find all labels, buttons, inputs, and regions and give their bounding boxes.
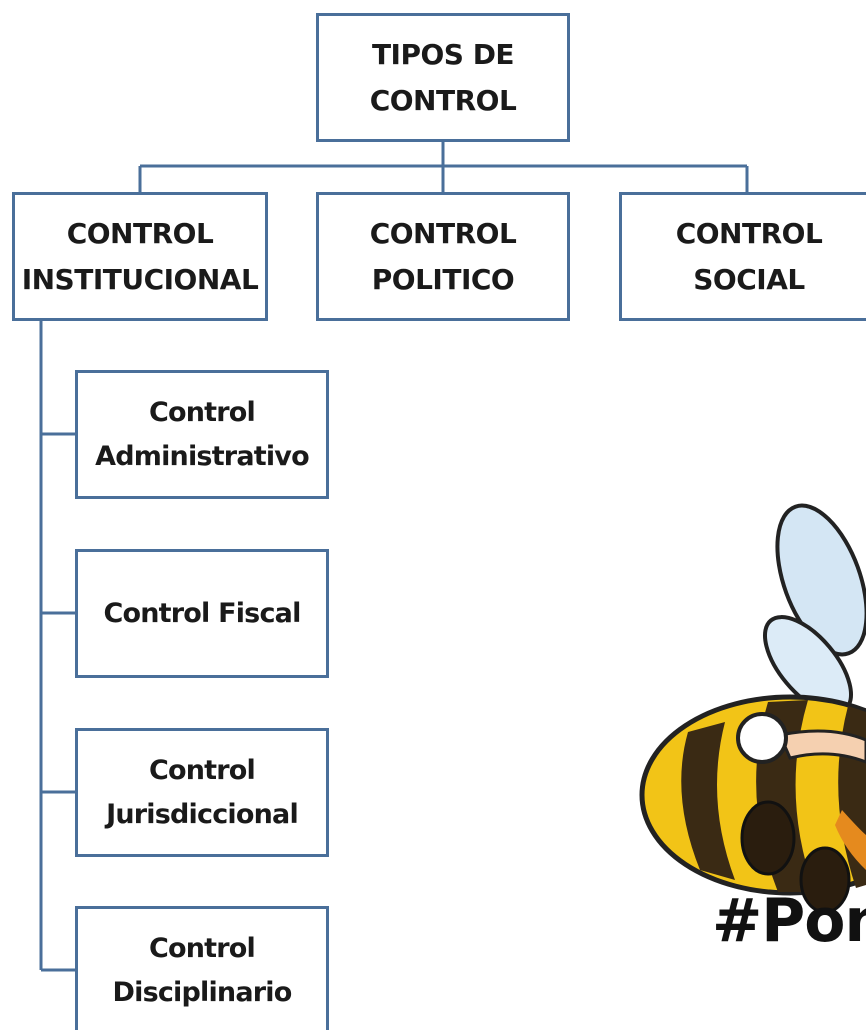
bee-foot-2 [799, 846, 851, 914]
bee-glove [736, 712, 788, 764]
node-control-politico: CONTROL POLITICO [316, 192, 570, 321]
bee-foot-1 [740, 800, 796, 876]
connector-root-to-level1 [138, 140, 749, 193]
node-control-social: CONTROL SOCIAL [619, 192, 866, 321]
node-control-disciplinario: Control Disciplinario [75, 906, 329, 1030]
node-control-institucional: CONTROL INSTITUCIONAL [12, 192, 268, 321]
node-tipos-de-control: TIPOS DE CONTROL [316, 13, 570, 142]
bee-arm [777, 729, 866, 764]
bee-wing-back [775, 503, 866, 657]
bee-belly-tip [835, 810, 866, 870]
node-control-fiscal: Control Fiscal [75, 549, 329, 678]
node-control-jurisdiccional: Control Jurisdiccional [75, 728, 329, 857]
hashtag-text: #Pon [712, 886, 866, 956]
bee-stripe-1 [681, 722, 735, 880]
node-control-administrativo: Control Administrativo [75, 370, 329, 499]
